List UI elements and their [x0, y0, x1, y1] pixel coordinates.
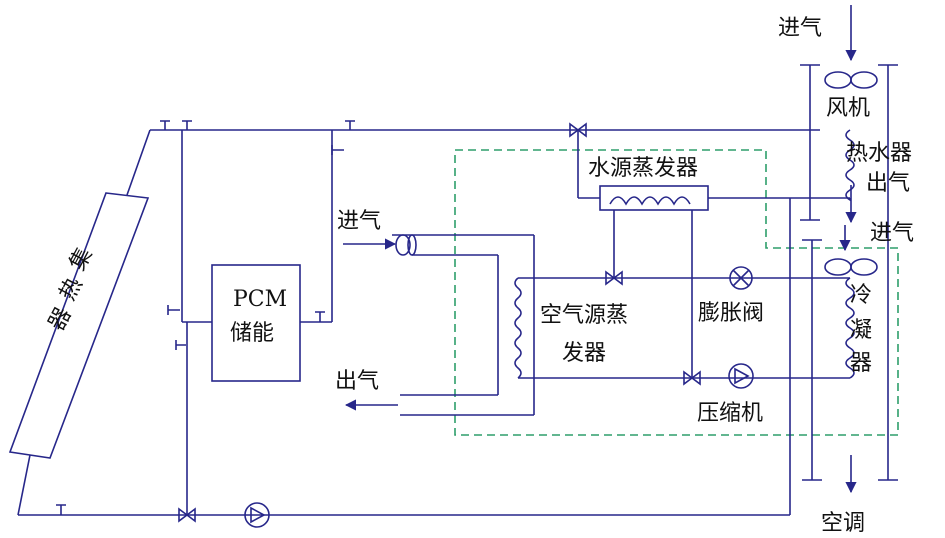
condenser-label-3: 器: [850, 351, 872, 376]
collector-label-3: 器: [44, 304, 76, 335]
air-evaporator-label-2: 发器: [562, 341, 606, 366]
pipe-markers: [56, 120, 355, 515]
left-air-duct: [392, 234, 535, 416]
fan-icon: [824, 258, 878, 276]
valve-icon: [605, 270, 623, 286]
water-evaporator: 水源蒸发器: [588, 156, 709, 211]
condenser-label-1: 冷: [850, 283, 872, 308]
air-evaporator-coil: [514, 277, 522, 379]
collector-label-2: 热: [55, 274, 87, 305]
fan-label: 风机: [826, 96, 870, 121]
pcm-label-2: 储能: [230, 321, 274, 346]
valve-icon: [569, 122, 587, 138]
in-air-top-label: 进气: [778, 16, 822, 41]
water-heater-label: 热水器: [846, 141, 912, 166]
out-air-right-label: 出气: [866, 171, 910, 196]
pcm-storage: PCM 储能: [211, 264, 301, 382]
pcm-label-1: PCM: [233, 287, 287, 312]
expansion-valve-label: 膨胀阀: [698, 301, 764, 326]
out-air-left-label: 出气: [335, 369, 379, 394]
aircon-label: 空调: [821, 511, 865, 536]
fan-icon: [824, 71, 878, 89]
compressor-label: 压缩机: [697, 401, 763, 426]
collector-label-1: 集: [65, 244, 97, 275]
in-air-left-label: 进气: [337, 209, 381, 234]
valve-icon: [178, 507, 196, 523]
in-air-right-label: 进气: [870, 221, 914, 246]
pump-icon: [244, 502, 270, 528]
left-pipes: [181, 130, 333, 515]
expansion-valve-icon: [729, 266, 753, 290]
air-evaporator-label-1: 空气源蒸: [540, 303, 628, 328]
compressor-icon: [728, 363, 754, 389]
condenser-label-2: 凝: [850, 318, 872, 343]
dashed-enclosure: [454, 149, 899, 436]
water-evaporator-label: 水源蒸发器: [588, 156, 698, 181]
valve-icon: [683, 370, 701, 386]
right-units: [789, 64, 898, 515]
